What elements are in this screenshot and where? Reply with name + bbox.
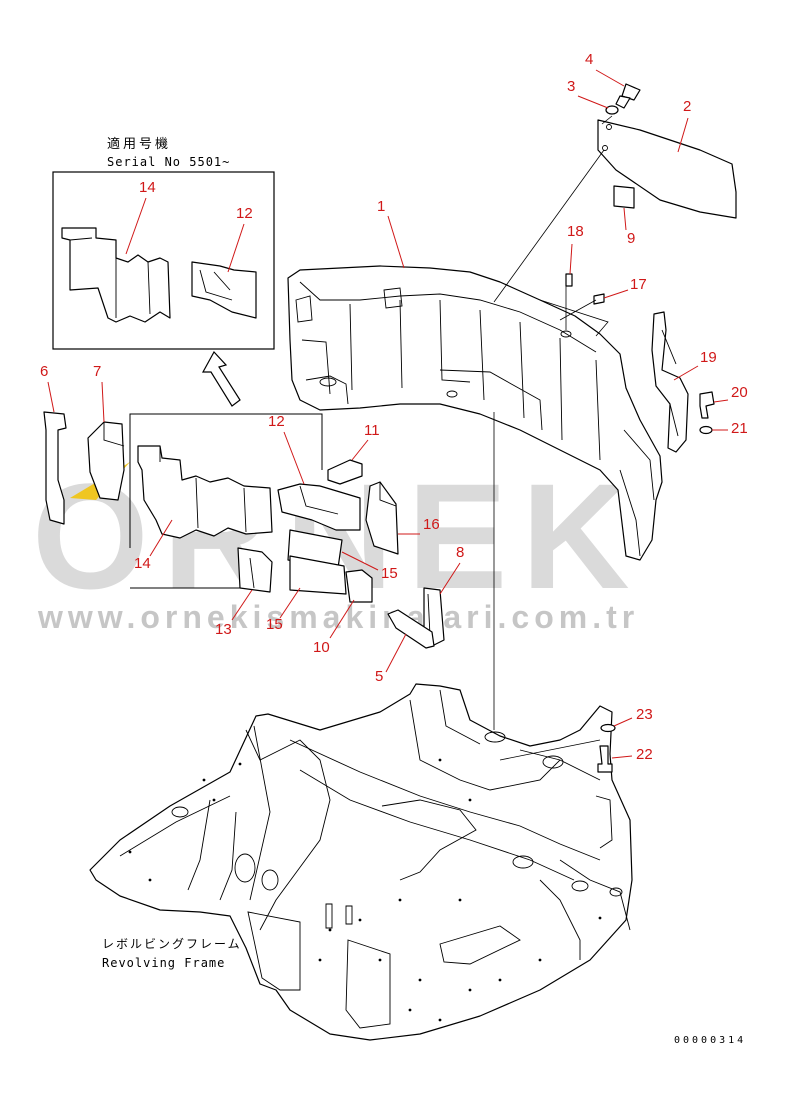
part-21-washer [699,425,713,435]
frame-label-jp: レボルビングフレーム [102,937,242,951]
part-10-block [345,569,373,603]
callout-19: 19 [700,349,717,366]
callout-17: 17 [630,276,647,293]
part-13-insulator [237,547,273,593]
part-3-washer [605,105,619,115]
callout-8: 8 [456,544,464,561]
part-17-fastener [593,293,605,305]
serial-inset: 適用号機 Serial No 5501~ [52,136,275,350]
part-6-seal [43,411,67,525]
part-14-insulator [137,445,273,539]
part-4-bolt [615,83,641,109]
callout-12-inset: 12 [236,205,253,222]
direction-arrow [201,350,241,407]
callout-15-left: 15 [266,616,283,633]
callout-3: 3 [567,78,575,95]
callout-9: 9 [627,230,635,247]
callout-6: 6 [40,363,48,380]
watermark-url: www.ornekismakinalari.com.tr [37,599,639,635]
callout-22: 22 [636,746,653,763]
part-18-bolt [565,273,573,287]
part-20-bolt [699,391,715,419]
revolving-frame [89,683,633,1041]
part-2-cover [597,119,737,219]
callout-5: 5 [375,668,383,685]
callout-14-inset: 14 [139,179,156,196]
callout-12-main: 12 [268,413,285,430]
inset-part-12 [191,261,257,319]
callout-10: 10 [313,639,330,656]
part-23-washer [600,723,616,733]
part-9-plate [613,185,635,209]
callout-2: 2 [683,98,691,115]
callout-11: 11 [364,422,380,439]
callout-20: 20 [731,384,748,401]
callout-4: 4 [585,51,593,68]
callout-15-right: 15 [381,565,398,582]
inset-frame [52,171,275,350]
callout-16: 16 [423,516,440,533]
callout-1: 1 [377,198,385,215]
callout-7: 7 [93,363,101,380]
callout-14-main: 14 [134,555,151,572]
part-22-bolt [597,745,613,773]
inset-serial: Serial No 5501~ [107,155,230,169]
part-7-seal [87,421,125,501]
callout-21: 21 [731,420,748,437]
part-5-strip [387,609,435,649]
part-1-counterweight [287,265,663,561]
frame-holes [128,758,602,1022]
frame-label-en: Revolving Frame [102,956,225,970]
reference-lines [493,115,613,761]
callout-18: 18 [567,223,584,240]
callout-13: 13 [215,621,232,638]
inset-title-jp: 適用号機 [107,136,171,152]
callouts: 1 2 3 4 5 6 7 8 9 10 11 12 12 13 14 14 1… [40,51,748,763]
part-15-pad-b [289,555,347,595]
part-11-block [327,459,363,485]
drawing-number: 00000314 [674,1035,746,1046]
part-12-insulator [277,483,361,531]
callout-23: 23 [636,706,653,723]
part-19-bracket [651,311,689,453]
